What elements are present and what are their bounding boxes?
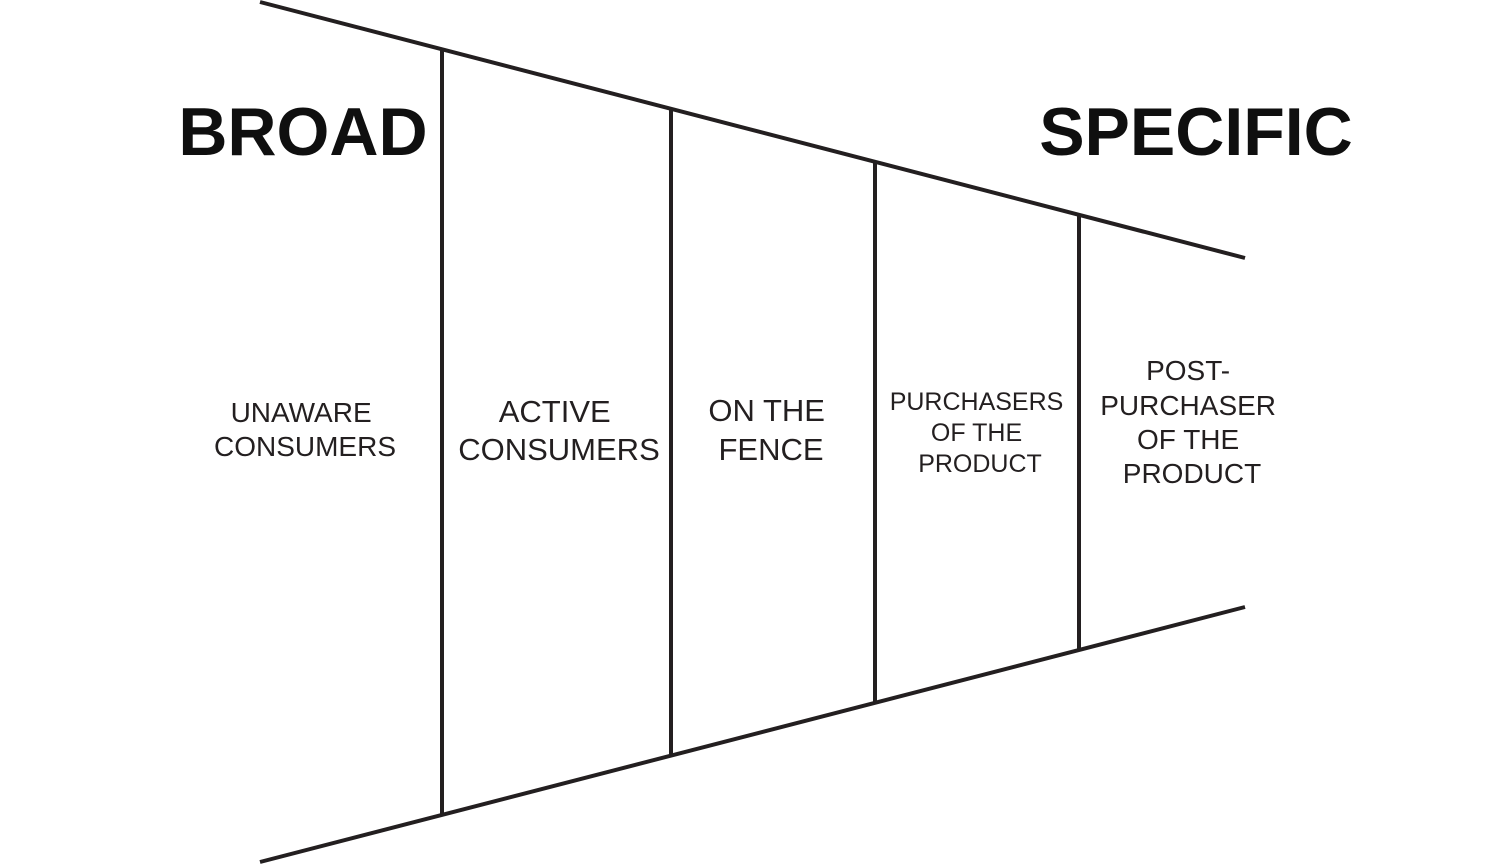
- stage-label-line: PRODUCT: [918, 450, 1042, 478]
- stage-label-on-the-fence: ON THE FENCE: [708, 393, 833, 467]
- stage-label-line: OF THE: [931, 419, 1022, 447]
- stage-label-line: CONSUMERS: [458, 432, 660, 467]
- stage-label-line: FENCE: [718, 432, 823, 467]
- specific-label: SPECIFIC: [1039, 94, 1353, 170]
- stage-label-purchasers-of-the-product: PURCHASERS OF THE PRODUCT: [890, 388, 1071, 478]
- funnel-bottom-edge: [259, 605, 1246, 864]
- stage-label-line: POST-: [1146, 355, 1230, 386]
- stage-label-line: UNAWARE: [231, 397, 372, 428]
- stage-label-line: ACTIVE: [499, 394, 611, 429]
- stage-label-line: PRODUCT: [1123, 458, 1261, 489]
- stage-label-active-consumers: ACTIVE CONSUMERS: [458, 394, 660, 467]
- stage-label-line: PURCHASER: [1100, 390, 1276, 421]
- stage-label-line: CONSUMERS: [214, 431, 396, 462]
- stage-label-line: PURCHASERS: [890, 388, 1064, 416]
- stage-label-line: ON THE: [708, 393, 825, 428]
- stage-label-line: OF THE: [1137, 424, 1239, 455]
- stage-label-post-purchaser-of-the-product: POST- PURCHASER OF THE PRODUCT: [1100, 355, 1284, 489]
- stage-label-unaware-consumers: UNAWARE CONSUMERS: [214, 397, 396, 462]
- broad-label: BROAD: [178, 94, 427, 170]
